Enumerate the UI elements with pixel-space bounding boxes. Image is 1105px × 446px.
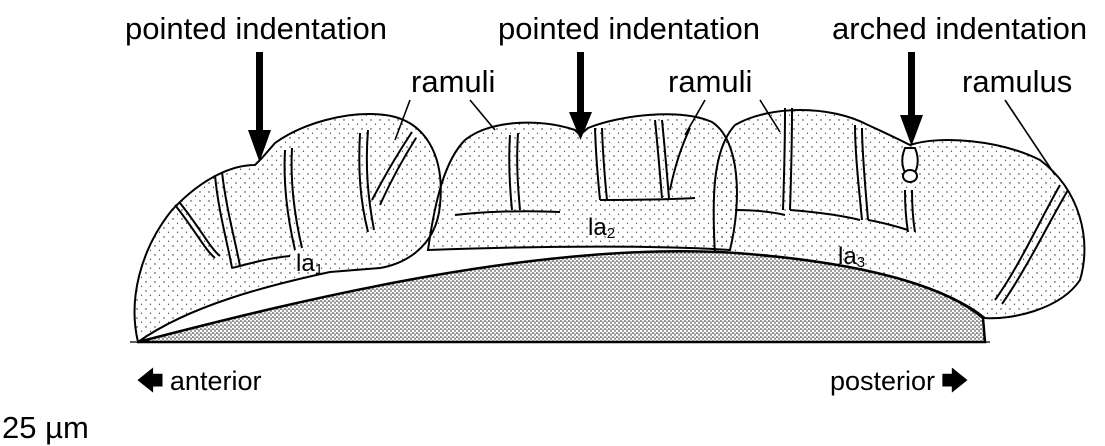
ramuli-label-1: ramuli xyxy=(411,66,495,97)
lobe-label-2: la2 xyxy=(588,216,615,241)
indent-label-2: pointed indentation xyxy=(498,13,760,44)
anterior-label: 🡄anterior xyxy=(130,368,261,395)
right-arrow-icon: 🡆 xyxy=(941,368,969,395)
arched-pore xyxy=(902,148,917,182)
ramulus-label: ramulus xyxy=(962,66,1072,97)
left-arrow-icon: 🡄 xyxy=(136,368,164,395)
lobe-label-3: la3 xyxy=(838,245,865,270)
scale-label: 25 µm xyxy=(2,412,89,443)
indent-label-1: pointed indentation xyxy=(125,13,387,44)
posterior-label: posterior🡆 xyxy=(830,368,975,395)
indent-label-3: arched indentation xyxy=(832,13,1087,44)
ramuli-label-2: ramuli xyxy=(668,66,752,97)
down-arrow-icon xyxy=(900,52,923,146)
lobe-label-1: la1 xyxy=(296,252,323,277)
down-arrow-icon xyxy=(248,52,271,162)
